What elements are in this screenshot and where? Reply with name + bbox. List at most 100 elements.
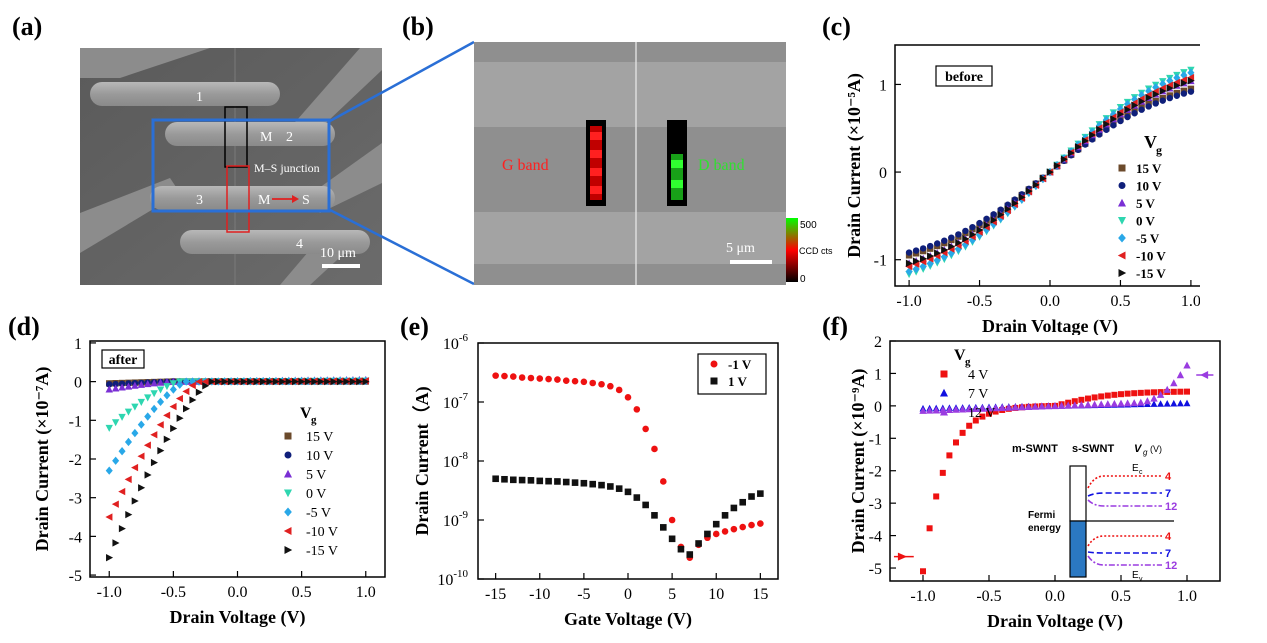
y-tick-label: -1	[869, 431, 882, 448]
pad-label-1: 1	[196, 90, 203, 105]
y-tick-label: -5	[869, 561, 882, 578]
legend-marker	[710, 377, 718, 385]
y-tick-label: 0	[874, 399, 882, 416]
data-point-5V	[150, 379, 158, 387]
data-point-10V	[1145, 103, 1152, 110]
y-tick-exponent: -7	[459, 391, 469, 403]
data-point-1V	[509, 476, 517, 484]
data-point--1V	[509, 373, 517, 380]
legend-label: -15 V	[306, 544, 338, 559]
data-point--10V	[143, 441, 151, 449]
data-point--15V	[997, 211, 1005, 219]
data-point--1V	[571, 377, 579, 385]
data-point--10V	[105, 513, 113, 521]
data-point-0V	[111, 419, 120, 427]
m-label-top: M	[260, 130, 273, 145]
data-point--15V	[125, 510, 133, 519]
x-tick-label: -0.5	[161, 584, 186, 601]
data-point-5V	[156, 378, 165, 386]
data-point-1V	[536, 477, 544, 485]
legend-label: -1 V	[728, 357, 752, 372]
legend-marker	[1117, 251, 1126, 260]
data-point--1V	[501, 372, 508, 380]
data-point-1V	[589, 480, 597, 488]
data-point-12V	[1038, 402, 1046, 410]
x-tick-label: 0.5	[1111, 588, 1131, 605]
data-point--15V	[1173, 81, 1181, 90]
inset-s-swnt-label: s-SWNT	[1072, 443, 1114, 455]
data-point--15V	[349, 377, 357, 386]
data-point--15V	[253, 377, 261, 386]
data-point--1V	[633, 406, 641, 413]
y-tick-base: 10	[443, 454, 459, 471]
data-point-1V	[695, 540, 702, 547]
data-point-10V	[1159, 97, 1166, 104]
data-point--15V	[189, 396, 197, 404]
data-point-4V	[1104, 392, 1111, 399]
inset-level-bottom: 7	[1165, 548, 1171, 560]
panel-label-d: (d)	[8, 312, 40, 341]
data-point--15V	[1025, 187, 1033, 195]
legend-marker	[1118, 233, 1126, 243]
legend-title-sub: g	[311, 414, 317, 426]
x-tick-label: -0.5	[967, 293, 992, 310]
data-point--5V	[112, 456, 120, 465]
data-point-1V	[642, 501, 649, 509]
data-point--10V	[124, 475, 132, 484]
data-point--1V	[607, 382, 614, 390]
data-point-4V	[1131, 390, 1138, 397]
data-point-4V	[939, 469, 946, 476]
data-point--5V	[961, 240, 969, 249]
data-point-1V	[677, 545, 685, 553]
data-point--15V	[298, 377, 306, 386]
data-point--15V	[1124, 105, 1132, 114]
data-point-12V	[1084, 400, 1092, 408]
data-point-12V	[998, 403, 1006, 412]
data-point--10V	[163, 411, 171, 420]
data-point-4V	[933, 493, 940, 500]
junction-label: M–S junction	[254, 161, 320, 175]
scale-bar-label-b: 5 μm	[726, 241, 755, 256]
y-tick-label: -3	[869, 496, 882, 513]
data-point-4V	[1184, 388, 1190, 395]
tag-box	[101, 349, 145, 369]
y-tick-label: 10-8	[443, 450, 469, 471]
data-point--1V	[562, 377, 570, 384]
data-point-12V	[1011, 403, 1020, 411]
data-point--15V	[356, 377, 364, 386]
data-point--15V	[1110, 115, 1118, 123]
data-point-12V	[932, 406, 940, 414]
data-point-0V	[137, 398, 145, 406]
data-point-1V	[501, 475, 508, 483]
data-point--15V	[182, 405, 191, 413]
data-point--15V	[266, 377, 274, 386]
data-point--5V	[1123, 99, 1132, 109]
y-tick-label: -4	[69, 529, 82, 546]
data-point--15V	[1103, 120, 1111, 128]
y-tick-label: 10-6	[443, 332, 469, 353]
legend-title-sub: g	[1156, 143, 1162, 157]
data-point--10V	[131, 463, 139, 472]
legend-label: 12 V	[968, 406, 995, 421]
legend-marker	[283, 469, 293, 478]
data-point-10V	[927, 242, 934, 250]
y-tick-label: 10-7	[443, 391, 469, 412]
data-point-7V	[1163, 400, 1171, 407]
data-point--15V	[240, 377, 248, 386]
inset-cb-curve	[1087, 475, 1162, 489]
data-point--10V	[1187, 73, 1195, 82]
x-tick-label: 0.0	[1040, 293, 1060, 310]
data-point-12V	[1005, 403, 1013, 411]
data-point-12V	[1024, 402, 1033, 411]
data-point-1V	[624, 488, 632, 496]
data-point-12V	[1077, 401, 1086, 409]
legend-label: 0 V	[1136, 214, 1156, 229]
legend-marker	[1117, 198, 1127, 207]
sem-image-a: 1 M 2 M–S junction 3 M S 4 10 μm	[80, 48, 382, 285]
data-point-0V	[163, 383, 171, 391]
data-point-5V	[118, 383, 126, 391]
data-point-4V	[1085, 395, 1091, 402]
